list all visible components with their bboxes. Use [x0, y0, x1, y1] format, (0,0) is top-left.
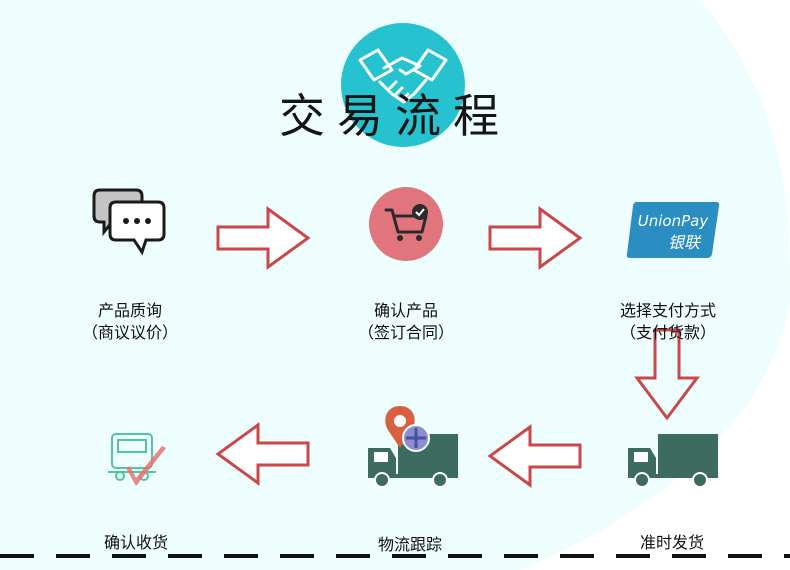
page-title: 交易流程	[279, 89, 511, 143]
step-label-receive: 确认收货	[56, 532, 216, 554]
unionpay-brand-text: UnionPay	[638, 212, 710, 230]
step-label-shipping: 准时发货	[592, 532, 752, 554]
step-name: 确认产品	[373, 301, 438, 320]
unionpay-card-icon: UnionPay 银联	[626, 202, 720, 258]
arrow-left-2	[215, 422, 310, 486]
step-name: 产品质询	[97, 301, 162, 320]
step-note: （签订合同）	[357, 323, 454, 342]
unionpay-cn-text: 银联	[668, 233, 702, 252]
step-note: （商议议价）	[81, 323, 178, 342]
logistics-tracking-icon	[368, 406, 458, 488]
step-label-payment: 选择支付方式 （支付货款）	[588, 300, 748, 344]
arrow-right-2	[488, 206, 583, 270]
handshake-icon	[341, 23, 465, 147]
chat-bubbles-icon	[92, 188, 166, 256]
step-label-tracking: 物流跟踪	[330, 534, 490, 556]
shopping-cart-icon	[369, 187, 443, 261]
step-note: （支付货款）	[619, 323, 716, 342]
step-name: 物流跟踪	[377, 535, 442, 554]
arrow-down	[634, 328, 700, 421]
step-label-confirm-product: 确认产品 （签订合同）	[326, 300, 486, 344]
arrow-left-1	[487, 424, 582, 488]
dashed-divider	[0, 554, 790, 558]
step-name: 选择支付方式	[619, 301, 716, 320]
arrow-right-1	[216, 206, 311, 270]
step-name: 确认收货	[103, 533, 168, 552]
delivery-confirmed-icon	[108, 433, 166, 486]
step-label-inquiry: 产品质询 （商议议价）	[50, 300, 210, 344]
delivery-truck-icon	[628, 434, 718, 488]
step-name: 准时发货	[639, 533, 704, 552]
